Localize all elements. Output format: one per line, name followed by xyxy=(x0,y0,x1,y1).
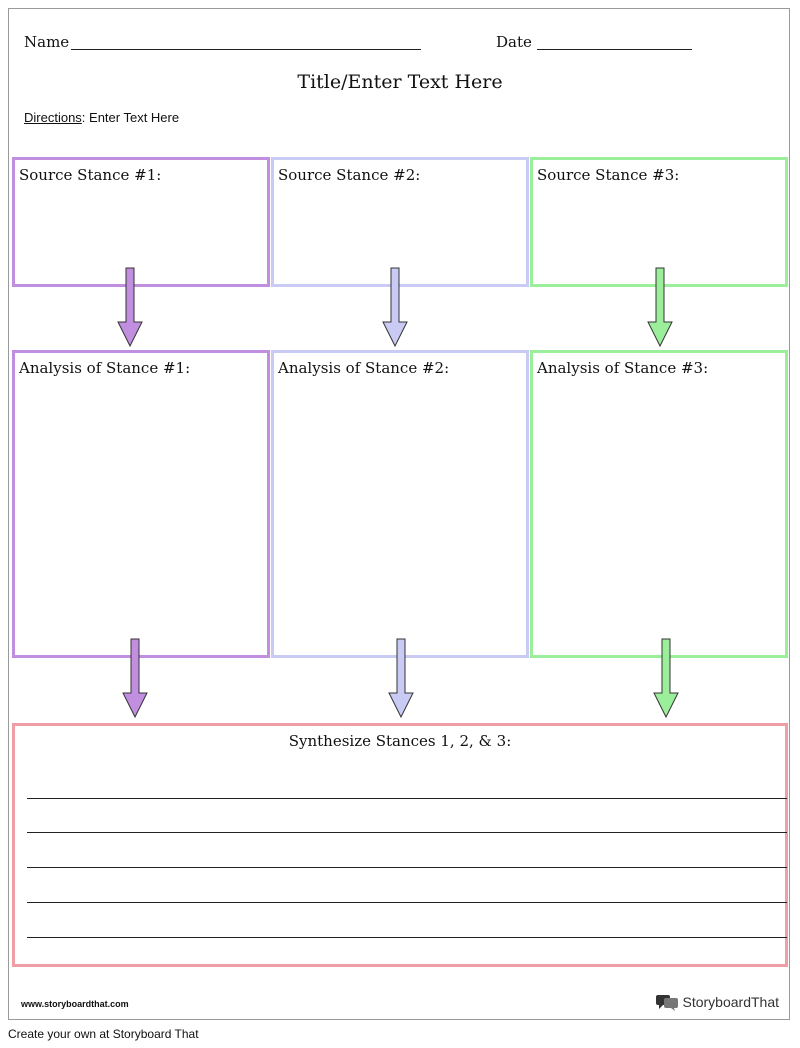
down-arrow-icon xyxy=(117,267,143,348)
analysis-stance-1-label: Analysis of Stance #1: xyxy=(19,359,191,377)
analysis-stance-2-label: Analysis of Stance #2: xyxy=(278,359,450,377)
page-title: Title/Enter Text Here xyxy=(297,71,503,93)
down-arrow-icon xyxy=(653,638,679,719)
writing-line[interactable] xyxy=(27,867,787,868)
analysis-stance-3-label: Analysis of Stance #3: xyxy=(537,359,709,377)
source-stance-1-label: Source Stance #1: xyxy=(19,166,162,184)
source-stance-2-label: Source Stance #2: xyxy=(278,166,421,184)
analysis-stance-3-box[interactable]: Analysis of Stance #3: xyxy=(530,350,788,658)
down-arrow-icon xyxy=(647,267,673,348)
worksheet: Name Date Title/Enter Text Here Directio… xyxy=(8,8,790,1020)
source-stance-1-box[interactable]: Source Stance #1: xyxy=(12,157,270,287)
date-field-line[interactable] xyxy=(537,49,692,50)
page-caption[interactable]: Create your own at Storyboard That xyxy=(8,1027,199,1041)
name-field-line[interactable] xyxy=(71,49,421,50)
synthesis-label: Synthesize Stances 1, 2, & 3: xyxy=(288,732,512,750)
source-stance-2-box[interactable]: Source Stance #2: xyxy=(271,157,529,287)
storyboardthat-logo[interactable]: StoryboardThat xyxy=(655,993,780,1011)
writing-line[interactable] xyxy=(27,832,787,833)
analysis-stance-1-box[interactable]: Analysis of Stance #1: xyxy=(12,350,270,658)
source-stance-3-label: Source Stance #3: xyxy=(537,166,680,184)
down-arrow-icon xyxy=(122,638,148,719)
speech-bubbles-icon xyxy=(655,995,678,1011)
directions-text: : Enter Text Here xyxy=(81,110,180,125)
directions-label: Directions xyxy=(24,110,82,125)
down-arrow-icon xyxy=(388,638,414,719)
writing-line[interactable] xyxy=(27,902,787,903)
writing-line[interactable] xyxy=(27,798,787,799)
analysis-stance-2-box[interactable]: Analysis of Stance #2: xyxy=(271,350,529,658)
directions: Directions: Enter Text Here xyxy=(24,110,179,125)
footer-url[interactable]: www.storyboardthat.com xyxy=(21,999,129,1009)
logo-text: StoryboardThat xyxy=(682,994,780,1010)
synthesis-box[interactable]: Synthesize Stances 1, 2, & 3: xyxy=(12,723,788,967)
down-arrow-icon xyxy=(382,267,408,348)
name-label: Name xyxy=(24,33,70,51)
date-label: Date xyxy=(496,33,532,51)
writing-line[interactable] xyxy=(27,937,787,938)
